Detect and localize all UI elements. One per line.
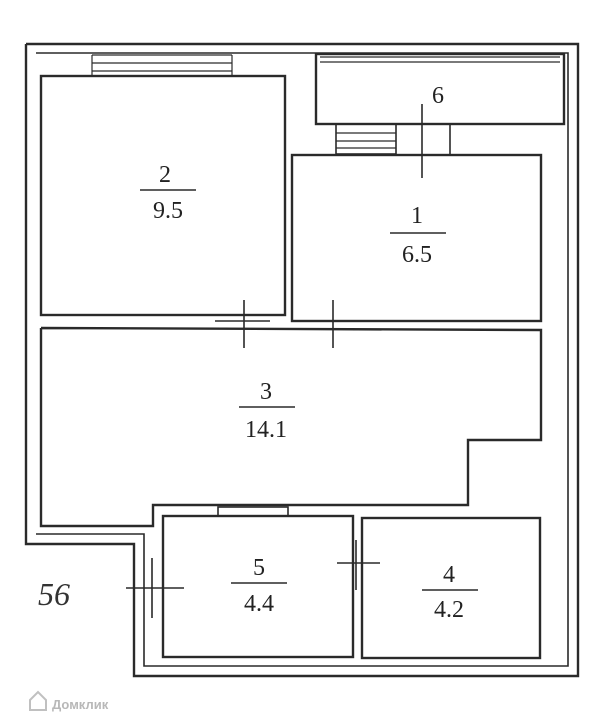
room-1: 1 6.5 — [290, 153, 543, 323]
window — [91, 54, 233, 76]
room-1-area: 6.5 — [402, 242, 432, 268]
room-5: 5 4.4 — [161, 506, 355, 659]
room-1-number: 1 — [411, 203, 423, 229]
house-icon — [29, 690, 47, 711]
room-6-number: 6 — [432, 83, 444, 109]
room-4-number: 4 — [443, 562, 455, 588]
room-5-number: 5 — [253, 555, 265, 581]
room-3: 3 14.1 — [39, 326, 543, 528]
room-4-area: 4.2 — [434, 597, 464, 623]
room-2-number: 2 — [159, 162, 171, 188]
room-5-area: 4.4 — [244, 591, 274, 617]
outer-wall — [24, 42, 580, 678]
window — [335, 123, 451, 155]
room-3-area: 14.1 — [245, 417, 287, 443]
plan-code-label: 56 — [38, 576, 70, 612]
room-2-area: 9.5 — [153, 198, 183, 224]
room-4: 4 4.2 — [360, 516, 542, 660]
room-3-number: 3 — [260, 379, 272, 405]
watermark-text: Домклик — [52, 697, 109, 712]
room-6: 6 — [314, 52, 566, 178]
watermark: Домклик — [29, 690, 109, 712]
room-2: 2 9.5 — [39, 54, 287, 317]
door-markers — [126, 300, 380, 618]
